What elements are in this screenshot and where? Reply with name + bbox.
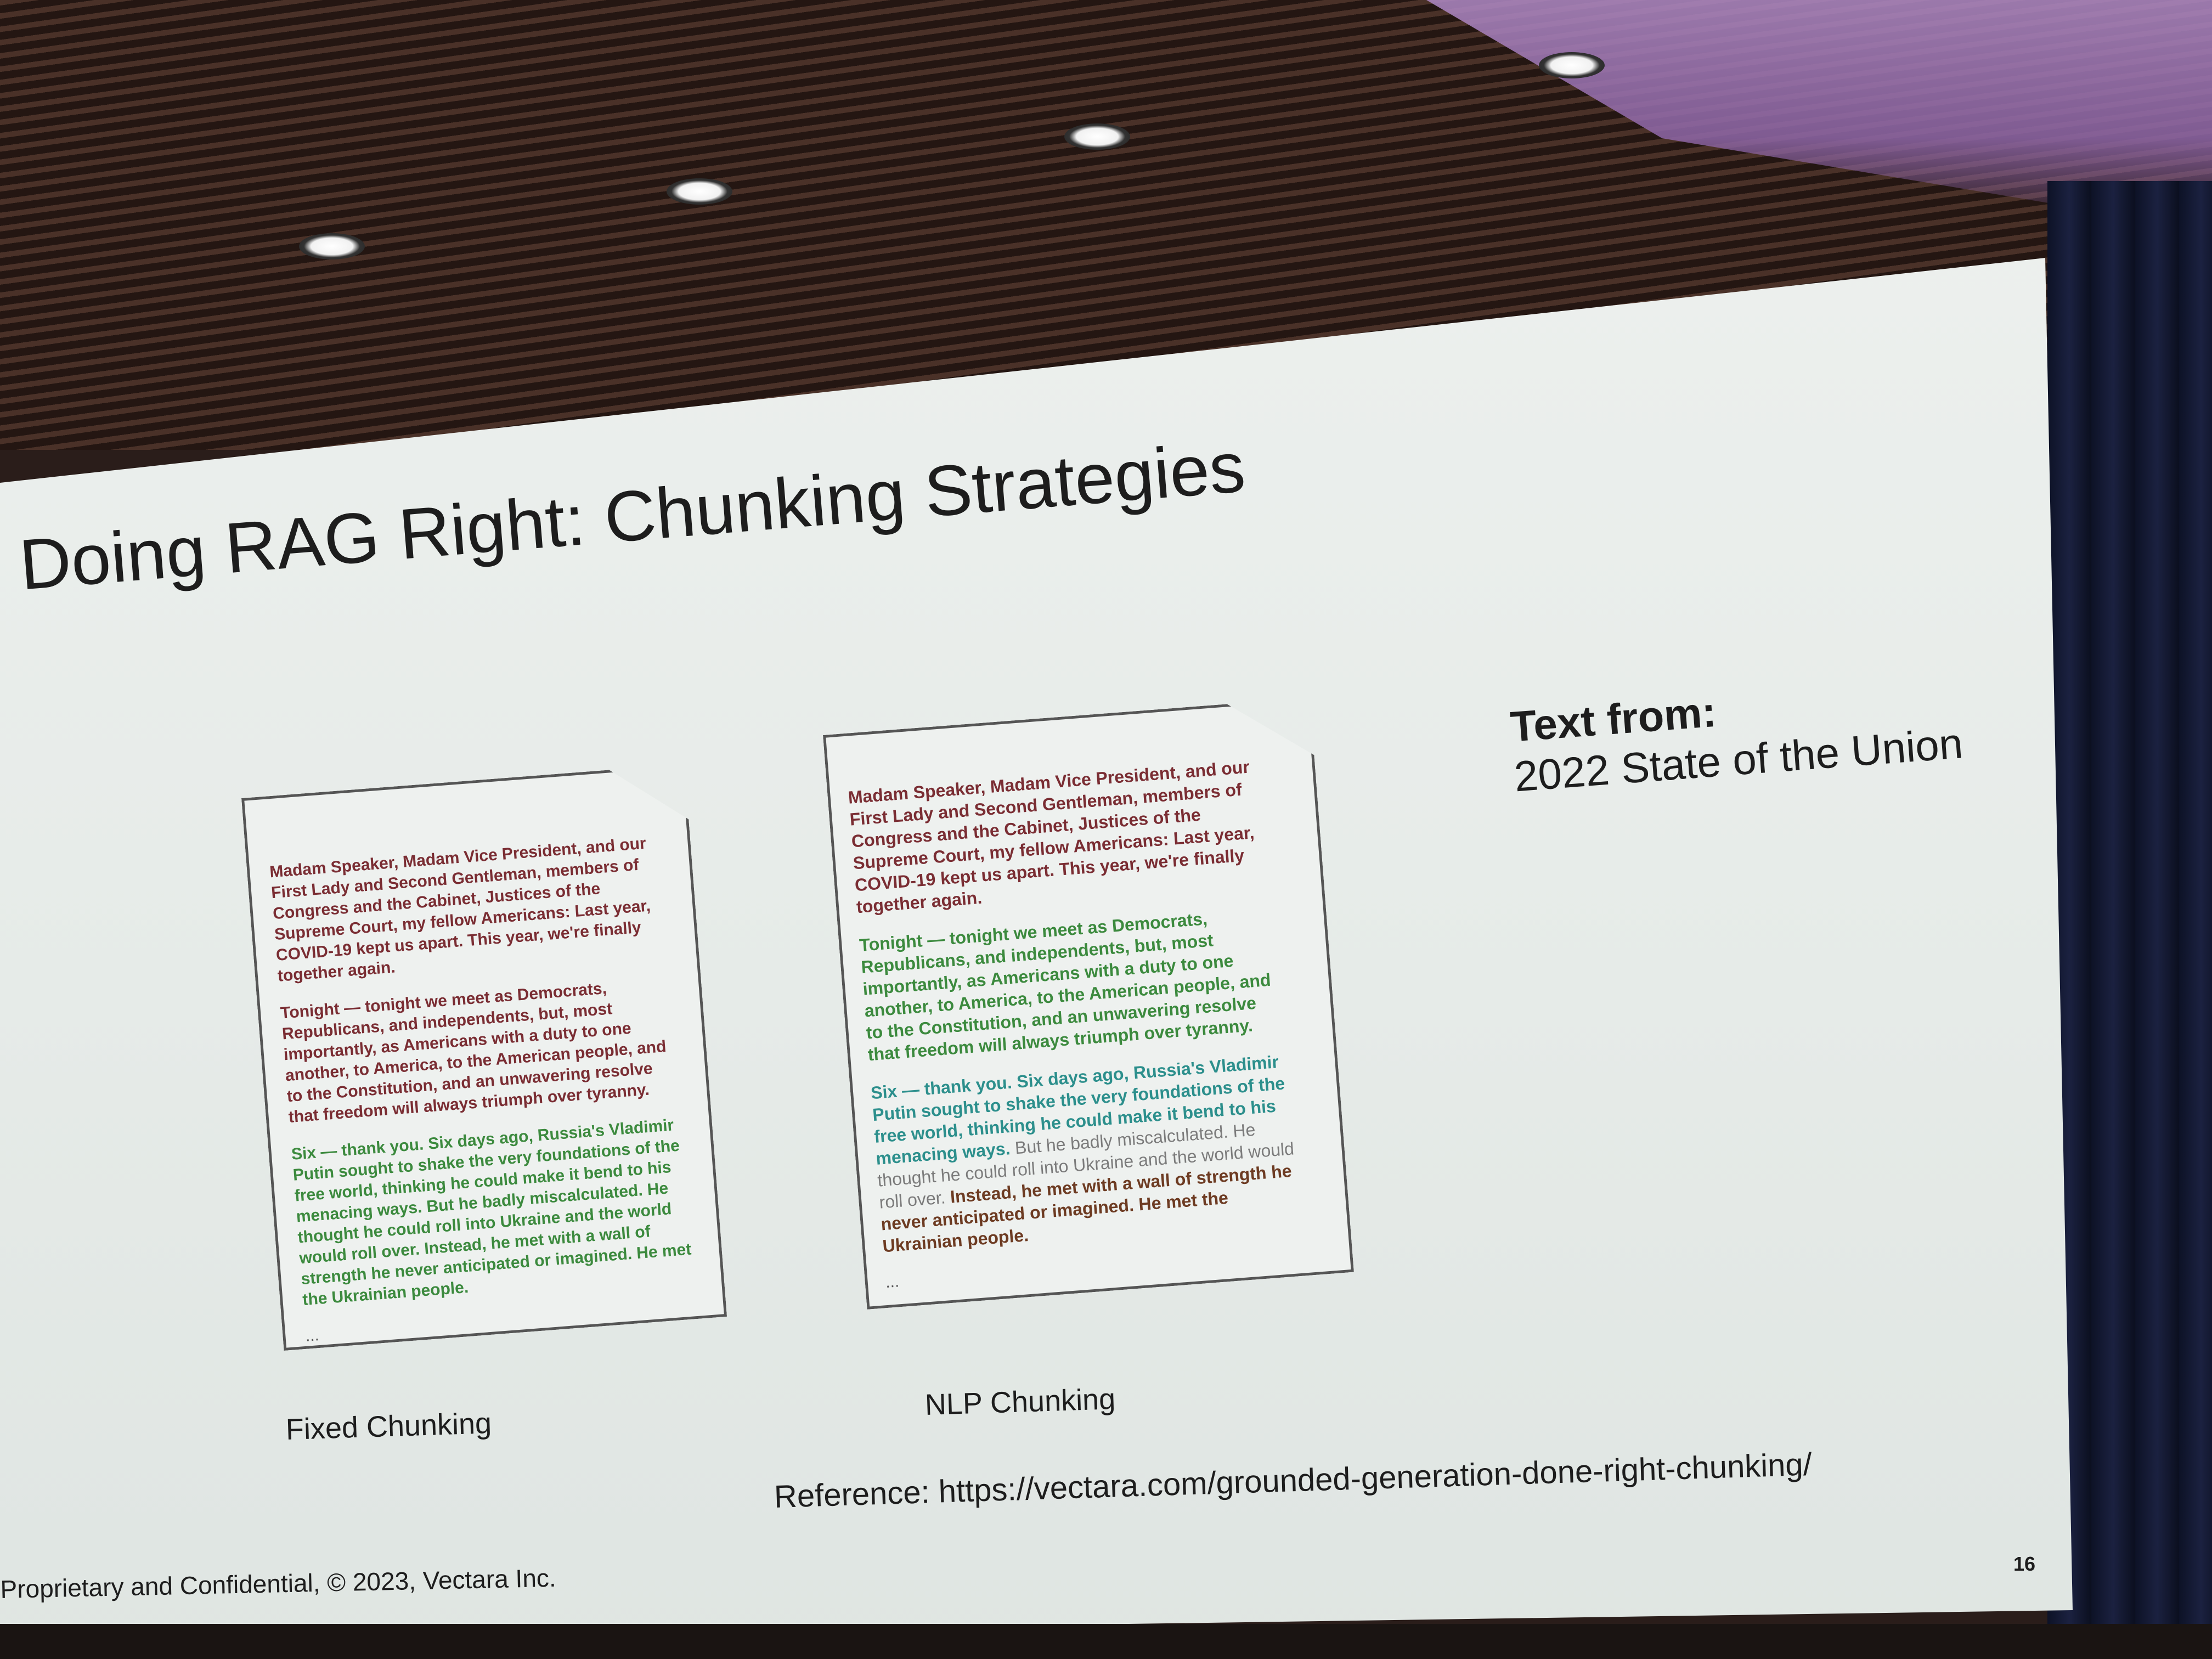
stage-curtain: [2047, 181, 2212, 1659]
ceiling-light: [299, 233, 365, 259]
nlp-chunking-document: Madam Speaker, Madam Vice President, and…: [823, 698, 1354, 1310]
fixed-chunk-paragraph-3: Six — thank you. Six days ago, Russia's …: [290, 1116, 692, 1310]
nlp-chunking-caption: NLP Chunking: [924, 1383, 1116, 1421]
floor: [0, 1624, 2212, 1659]
nlp-chunk-paragraph-3: Six — thank you. Six days ago, Russia's …: [870, 1049, 1310, 1257]
fixed-chunking-caption: Fixed Chunking: [285, 1407, 492, 1446]
nlp-chunk-paragraph-2: Tonight — tonight we meet as Democrats, …: [859, 909, 1272, 1065]
fixed-chunk-paragraph-2: Tonight — tonight we meet as Democrats, …: [280, 979, 667, 1127]
fixed-document-text: Madam Speaker, Madam Vice President, and…: [269, 832, 700, 1346]
nlp-document-text: Madam Speaker, Madam Vice President, and…: [847, 754, 1313, 1292]
ceiling-light: [1064, 123, 1130, 150]
page-number: 16: [2013, 1553, 2036, 1575]
ceiling-light: [667, 178, 732, 205]
fixed-chunk-paragraph-1: Madam Speaker, Madam Vice President, and…: [269, 834, 651, 985]
fixed-chunking-document: Madam Speaker, Madam Vice President, and…: [241, 764, 727, 1351]
nlp-chunk-paragraph-1: Madam Speaker, Madam Vice President, and…: [847, 757, 1255, 917]
ceiling-light: [1539, 52, 1605, 78]
